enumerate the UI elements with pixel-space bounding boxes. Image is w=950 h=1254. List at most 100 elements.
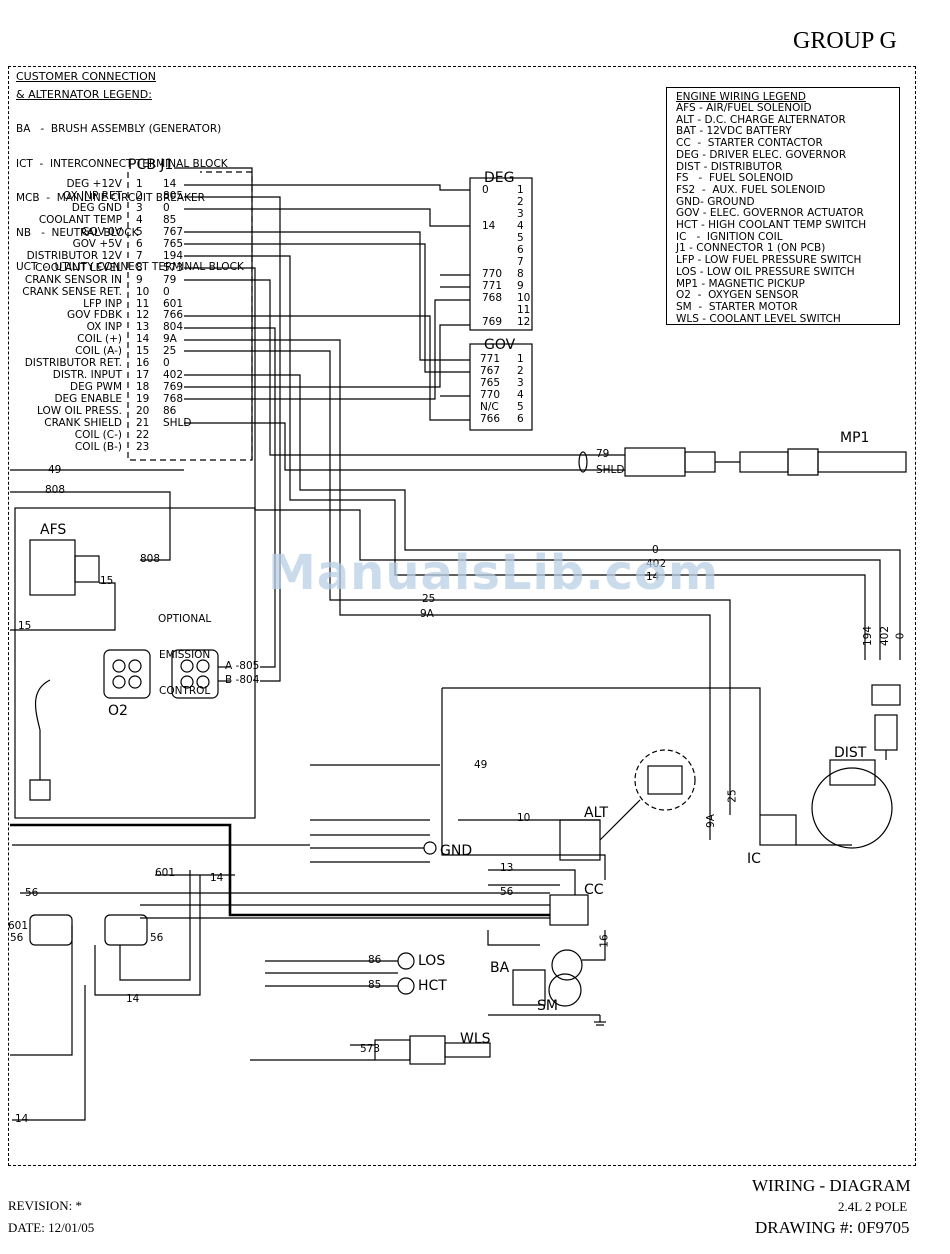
gov-pin-wire: 766 — [480, 413, 501, 425]
pcb-pin-label: GOV FDBK — [67, 309, 122, 322]
engine-legend-item: LFP - LOW FUEL PRESSURE SWITCH — [676, 254, 862, 267]
wire-15-afs: 15 — [100, 575, 114, 587]
pcb-pin-wire: 768 — [163, 393, 184, 406]
pcb-pin-label: COIL (B-) — [74, 440, 122, 453]
dist-label: DIST — [834, 745, 867, 761]
gov-pin-number: 5 — [517, 401, 524, 413]
pcb-pin-label: DISTR. INPUT — [52, 369, 122, 382]
pcb-pin-number: 11 — [136, 297, 150, 310]
pcb-pin-label: DISTRIBUTOR RET. — [24, 357, 122, 370]
gov-pin-number: 1 — [517, 353, 524, 365]
o2-label: O2 — [108, 703, 128, 719]
engine-legend-item: BAT - 12VDC BATTERY — [676, 125, 792, 138]
pcb-pin-label: COOLANT LEVEL — [35, 261, 122, 274]
engine-legend-item: IC - IGNITION COIL — [676, 230, 783, 243]
watermark: ManualsLib.com — [268, 545, 719, 601]
engine-legend-title: ENGINE WIRING LEGEND — [676, 91, 806, 103]
wire-804: B -804 — [225, 674, 260, 686]
pcb-pin-label: GOV +5V — [72, 237, 122, 250]
pcb-pin-number: 1 — [136, 178, 143, 190]
emission-line: EMISSION — [158, 649, 211, 661]
pcb-pin-wire: 0 — [163, 285, 170, 298]
gov-pin-wire: 767 — [480, 365, 501, 377]
wire-14-gnd: 14 — [210, 872, 224, 884]
pcb-pin-number: 2 — [136, 189, 143, 202]
wire-805: A -805 — [225, 660, 260, 672]
engine-wiring-legend: ENGINE WIRING LEGEND AFS - AIR/FUEL SOLE… — [666, 87, 900, 325]
pcb-pin-label: LFP INP — [83, 297, 122, 310]
pcb-pin-wire: 0 — [163, 357, 170, 370]
pcb-pin-label: OX INP — [86, 321, 122, 334]
pcb-pin-number: 21 — [136, 417, 150, 429]
pcb-pin-number: 3 — [136, 201, 143, 214]
pcb-pin-number: 10 — [136, 285, 150, 298]
footer-drawing-number: DRAWING #: 0F9705 — [755, 1218, 910, 1237]
engine-legend-item: AFS - AIR/FUEL SOLENOID — [676, 102, 812, 114]
pcb-pin-number: 14 — [136, 333, 150, 346]
gov-pin-number: 4 — [517, 389, 524, 401]
engine-legend-item: O2 - OXYGEN SENSOR — [676, 289, 799, 302]
pcb-pin-label: OX INP RET — [62, 189, 122, 202]
wire-194-dist: 194 — [862, 625, 875, 647]
gov-pin-wire: 771 — [480, 353, 501, 365]
engine-legend-item: ALT - D.C. CHARGE ALTERNATOR — [676, 113, 846, 126]
deg-pin-wire: 768 — [482, 292, 503, 304]
wire-shld: SHLD — [596, 464, 625, 476]
customer-legend-title: CUSTOMER CONNECTION — [16, 70, 156, 83]
footer-title: WIRING - DIAGRAM — [752, 1176, 911, 1195]
pcb-pin-label: DEG PWM — [70, 381, 122, 394]
wls-label: WLS — [460, 1031, 491, 1047]
pcb-pin-number: 23 — [136, 440, 150, 453]
wire-0-dist: 0 — [894, 632, 907, 640]
sm-label: SM — [537, 998, 558, 1014]
wire-traces — [10, 167, 907, 1121]
engine-legend-item: DIST - DISTRIBUTOR — [676, 160, 783, 173]
pcb-pin-wire: 9A — [163, 333, 177, 346]
pcb-pin-number: 18 — [136, 381, 150, 394]
pcb-pin-number: 20 — [136, 405, 150, 418]
wire-402: 402 — [646, 558, 667, 570]
pcb-title: PCB J1 — [128, 157, 174, 173]
pcb-pin-label: DISTRIBUTOR 12V — [26, 249, 122, 262]
pcb-pin-wire: 0 — [163, 201, 170, 214]
wire-13: 13 — [500, 862, 514, 874]
engine-legend-item: FS2 - AUX. FUEL SOLENOID — [676, 183, 826, 196]
pcb-header-line — [174, 167, 253, 460]
deg-pin-wire: 14 — [482, 220, 496, 232]
pcb-pin-wire: 25 — [163, 345, 177, 358]
pcb-pin-number: 12 — [136, 309, 150, 322]
pcb-pin-label: CRANK SENSOR IN — [24, 273, 122, 286]
pcb-pin-number: 22 — [136, 428, 150, 441]
pcb-pin-wire: 14 — [163, 178, 177, 190]
pcb-pin-number: 13 — [136, 321, 150, 334]
wire-14-left: 14 — [15, 1113, 29, 1125]
engine-legend-item: SM - STARTER MOTOR — [676, 300, 798, 313]
deg-pin-wire: 770 — [482, 268, 503, 280]
deg-pin-number: 10 — [517, 292, 531, 304]
deg-title: DEG — [484, 170, 515, 186]
wire-56-conn: 56 — [10, 932, 24, 944]
footer-model: 2.4L 2 POLE — [838, 1199, 908, 1214]
engine-legend-item: HCT - HIGH COOLANT TEMP SWITCH — [676, 219, 867, 232]
pcb-pin-wire: 766 — [163, 309, 184, 322]
wire-85: 85 — [368, 979, 382, 991]
wire-9a: 9A — [420, 608, 434, 620]
wire-9a-ic: 9A — [704, 814, 717, 828]
deg-connector-body — [469, 177, 533, 331]
hct-label: HCT — [418, 978, 447, 994]
pcb-pin-number: 4 — [136, 213, 143, 226]
wire-601-conn: 601 — [8, 920, 29, 932]
deg-pin-wire: 0 — [482, 184, 489, 196]
deg-pin-number: 9 — [517, 280, 524, 292]
wire-56-conn2: 56 — [150, 932, 164, 944]
deg-pin-wire: 769 — [482, 316, 503, 328]
pcb-pin-label: COOLANT TEMP — [38, 213, 122, 226]
wire-808: 808 — [45, 484, 66, 496]
gov-pin-number: 2 — [517, 365, 524, 377]
pcb-pin-number: 15 — [136, 345, 150, 358]
pcb-pin-wire: 805 — [163, 189, 184, 202]
wire-194: 14 — [646, 571, 660, 583]
pcb-pin-number: 17 — [136, 369, 150, 382]
engine-legend-item: GOV - ELEC. GOVERNOR ACTUATOR — [676, 207, 864, 220]
